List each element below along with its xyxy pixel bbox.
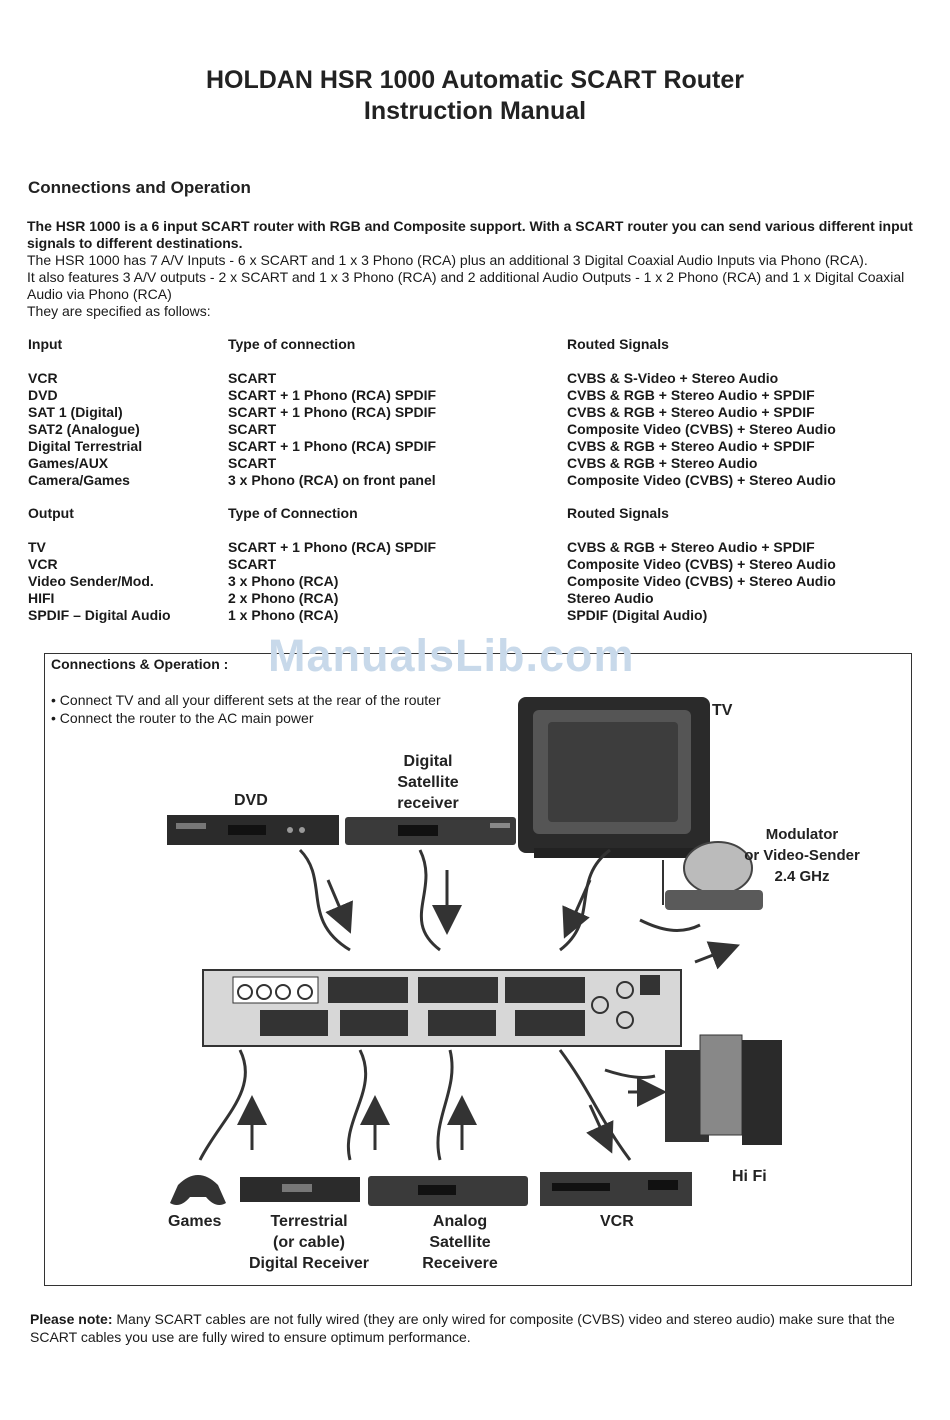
table-cell: SCART + 1 Phono (RCA) SPDIF <box>228 539 437 555</box>
table-cell: Games/AUX <box>28 455 109 471</box>
table-cell: Stereo Audio <box>567 590 654 606</box>
table-cell: SCART + 1 Phono (RCA) SPDIF <box>228 404 437 420</box>
table-cell: Composite Video (CVBS) + Stereo Audio <box>567 421 836 437</box>
inputs-table-col-signals: Routed Signals CVBS & S-Video + Stereo A… <box>567 336 836 489</box>
page-title: HOLDAN HSR 1000 Automatic SCART Router <box>205 66 745 94</box>
scart-router-icon <box>202 969 682 1047</box>
connection-diagram <box>44 653 912 1286</box>
table-cell: SPDIF (Digital Audio) <box>567 607 708 623</box>
page-subtitle: Instruction Manual <box>363 97 587 125</box>
note-text: Many SCART cables are not fully wired (t… <box>30 1311 895 1345</box>
inputs-table-col-input: Input VCR DVD SAT 1 (Digital) SAT2 (Anal… <box>28 336 142 489</box>
table-cell: SAT 1 (Digital) <box>28 404 123 420</box>
analog-satellite-receiver-icon <box>368 1176 528 1206</box>
table-cell: CVBS & RGB + Stereo Audio + SPDIF <box>567 404 815 420</box>
label-hifi: Hi Fi <box>732 1168 767 1185</box>
table-cell: 2 x Phono (RCA) <box>228 590 339 606</box>
please-note: Please note: Many SCART cables are not f… <box>30 1310 935 1346</box>
table-cell: 3 x Phono (RCA) on front panel <box>228 472 436 488</box>
signal-arrows <box>237 870 740 1154</box>
table-cell: VCR <box>28 370 58 386</box>
game-controller-icon <box>170 1175 226 1205</box>
table-header: Input <box>28 336 63 352</box>
vcr-icon <box>540 1172 692 1206</box>
outputs-table-col-output: Output TV VCR Video Sender/Mod. HIFI SPD… <box>28 505 171 624</box>
intro-bold: The HSR 1000 is a 6 input SCART router w… <box>27 218 913 251</box>
table-cell: 1 x Phono (RCA) <box>228 607 339 623</box>
label-dvd: DVD <box>234 792 268 809</box>
table-cell: CVBS & RGB + Stereo Audio + SPDIF <box>567 539 815 555</box>
table-cell: HIFI <box>28 590 55 606</box>
intro-block: The HSR 1000 is a 6 input SCART router w… <box>27 218 937 320</box>
label-games: Games <box>168 1213 222 1230</box>
outputs-table-col-type: Type of Connection SCART + 1 Phono (RCA)… <box>228 505 436 624</box>
table-cell: SCART <box>228 421 277 437</box>
table-cell: SAT2 (Analogue) <box>28 421 140 437</box>
table-cell: Camera/Games <box>28 472 130 488</box>
hifi-icon <box>665 1034 782 1145</box>
tv-icon <box>518 697 710 858</box>
outputs-table-col-signals: Routed Signals CVBS & RGB + Stereo Audio… <box>567 505 836 624</box>
table-cell: CVBS & RGB + Stereo Audio + SPDIF <box>567 438 815 454</box>
table-cell: SCART <box>228 370 277 386</box>
diagram-title: Connections & Operation : <box>51 656 229 672</box>
label-vcr: VCR <box>600 1213 634 1230</box>
table-cell: Composite Video (CVBS) + Stereo Audio <box>567 556 836 572</box>
intro-line1: The HSR 1000 has 7 A/V Inputs - 6 x SCAR… <box>27 252 868 268</box>
terrestrial-receiver-icon <box>240 1177 360 1202</box>
label-terrestrial: Terrestrial(or cable)Digital Receiver <box>248 1213 370 1272</box>
table-cell: Digital Terrestrial <box>28 438 143 454</box>
diagram-bullet: • Connect the router to the AC main powe… <box>51 710 314 726</box>
table-cell: SCART + 1 Phono (RCA) SPDIF <box>228 438 437 454</box>
label-tv: TV <box>712 702 733 719</box>
table-cell: Video Sender/Mod. <box>28 573 154 589</box>
intro-line2: It also features 3 A/V outputs - 2 x SCA… <box>27 269 905 302</box>
intro-line3: They are specified as follows: <box>27 303 211 319</box>
inputs-table-col-type: Type of connection SCART SCART + 1 Phono… <box>228 336 436 489</box>
table-cell: SPDIF – Digital Audio <box>28 607 171 623</box>
scart-cables <box>198 848 701 1161</box>
table-cell: Composite Video (CVBS) + Stereo Audio <box>567 472 836 488</box>
table-header: Type of Connection <box>228 505 358 521</box>
digital-satellite-receiver-icon <box>345 817 516 845</box>
table-cell: SCART <box>228 556 277 572</box>
dvd-player-icon <box>167 815 339 845</box>
section-heading: Connections and Operation <box>28 178 251 197</box>
diagram-bullet: • Connect TV and all your different sets… <box>51 692 441 708</box>
table-cell: CVBS & RGB + Stereo Audio + SPDIF <box>567 387 815 403</box>
table-header: Routed Signals <box>567 505 669 521</box>
video-sender-icon <box>662 841 763 910</box>
table-cell: CVBS & RGB + Stereo Audio <box>567 455 758 471</box>
table-header: Type of connection <box>228 336 356 352</box>
watermark: ManualsLib.com <box>268 630 635 681</box>
note-prefix: Please note: <box>30 1311 113 1327</box>
table-cell: Composite Video (CVBS) + Stereo Audio <box>567 573 836 589</box>
table-cell: TV <box>28 539 46 555</box>
table-cell: SCART <box>228 455 277 471</box>
table-header: Output <box>28 505 74 521</box>
table-cell: 3 x Phono (RCA) <box>228 573 339 589</box>
table-header: Routed Signals <box>567 336 669 352</box>
table-cell: CVBS & S-Video + Stereo Audio <box>567 370 779 386</box>
table-cell: DVD <box>28 387 58 403</box>
table-cell: SCART + 1 Phono (RCA) SPDIF <box>228 387 437 403</box>
table-cell: VCR <box>28 556 58 572</box>
